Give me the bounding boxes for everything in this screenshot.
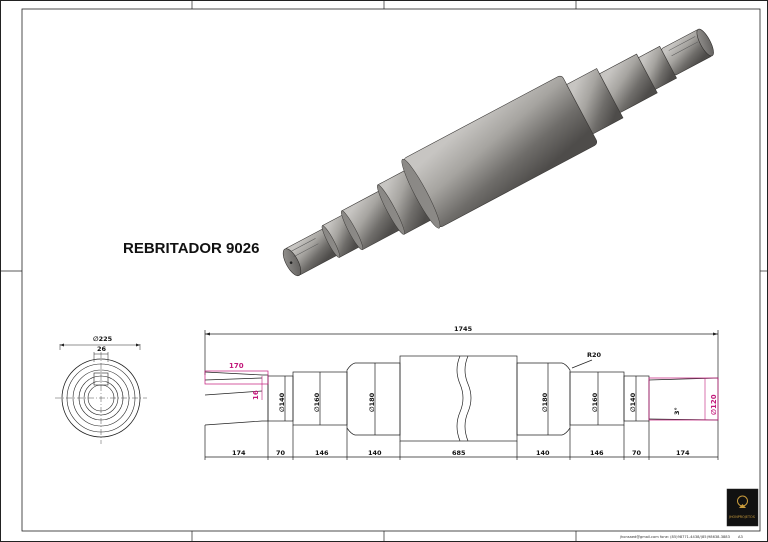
fillet-radius: R20	[587, 351, 602, 359]
length-5: 685	[452, 449, 466, 457]
right-taper-diameter: ∅120	[710, 394, 718, 415]
left-taper-length: 170	[229, 362, 244, 370]
right-taper-angle: 3°	[673, 407, 681, 415]
diameter-4: ∅180	[541, 392, 549, 412]
diameter-3: ∅180	[368, 392, 376, 412]
company-logo: JHONPROJETOS	[726, 488, 759, 527]
length-1: 174	[232, 449, 246, 457]
logo-text: JHONPROJETOS	[728, 515, 755, 519]
footer-contact: jhonsaed@gmail.com fone: (85)98771-4438/…	[619, 535, 730, 539]
footer-sheet-size: A3	[738, 535, 743, 539]
length-4: 140	[368, 449, 382, 457]
drawing-title: REBRITADOR 9026	[123, 240, 259, 257]
length-9: 174	[676, 449, 690, 457]
end-view-keyway-width: 26	[97, 345, 107, 353]
length-7: 146	[590, 449, 604, 457]
end-view: ∅225 26	[55, 335, 147, 444]
length-2: 70	[276, 449, 286, 457]
length-3: 146	[315, 449, 329, 457]
end-view-outer-diameter: ∅225	[93, 335, 113, 343]
overall-length: 1745	[454, 325, 473, 333]
diameter-5: ∅160	[591, 392, 599, 412]
diameter-1: ∅140	[278, 392, 286, 412]
shaft-3d-view	[282, 28, 714, 277]
shaft-front-view	[204, 330, 719, 460]
taper-dims	[204, 370, 719, 421]
diameter-2: ∅160	[313, 392, 321, 412]
left-taper-key: 16	[252, 390, 260, 400]
length-8: 70	[632, 449, 642, 457]
length-6: 140	[536, 449, 550, 457]
diameter-6: ∅140	[629, 392, 637, 412]
